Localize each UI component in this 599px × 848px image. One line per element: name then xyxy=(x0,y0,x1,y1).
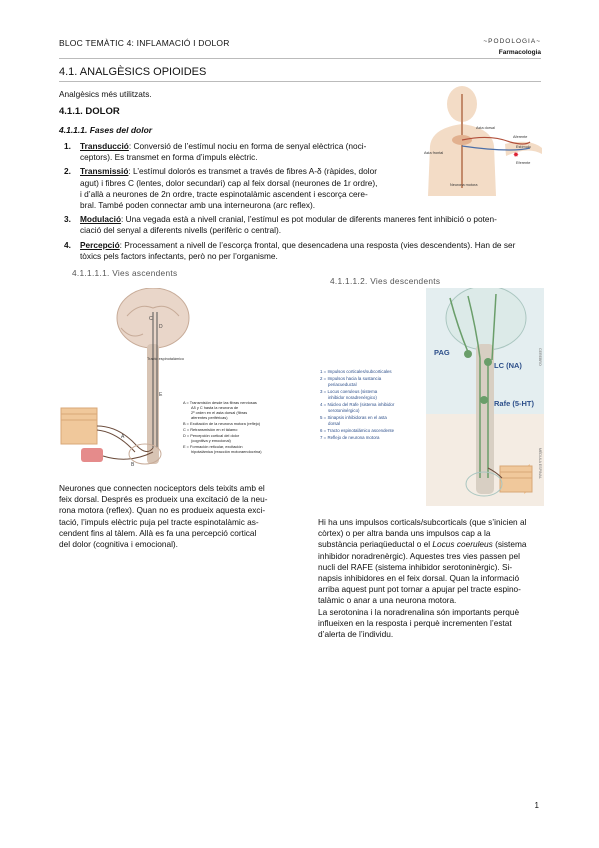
label-eferente: Eferente xyxy=(516,161,530,165)
step-number: 3. xyxy=(64,214,71,225)
label-cerebro: CEREBRO xyxy=(538,348,542,366)
svg-text:A: A xyxy=(121,434,125,440)
paragraph-line: napsis inhibidores en el feix dorsal. Qu… xyxy=(318,573,520,584)
list-item: 1. Transducció: Conversió de l’estímul n… xyxy=(59,141,543,163)
legend-line: periacueductal xyxy=(328,382,357,387)
header-subject: ~PODOLOGIA~ xyxy=(483,38,541,45)
svg-text:C: C xyxy=(149,316,153,322)
section-rule xyxy=(59,81,541,82)
step-text: : Una vegada està a nivell cranial, l’es… xyxy=(121,214,497,225)
paragraph-line: inhibidor noradrenèrgic). Aquestes tres … xyxy=(318,550,521,561)
list-item: 4. Percepció: Processament a nivell de l… xyxy=(59,240,543,262)
list-item: 3. Modulació: Una vegada està a nivell c… xyxy=(59,214,543,236)
legend-line: 5 = Sinapsis inhibidoras en el asta xyxy=(320,415,387,420)
legend-line: 2 = Impulsos hacia la sustancia xyxy=(320,376,382,381)
label-lc: LC (NA) xyxy=(494,361,522,370)
svg-text:B: B xyxy=(131,462,135,468)
step-number: 4. xyxy=(64,239,71,250)
text-run: substància periaqüeductal o el xyxy=(318,539,433,550)
header-topic: Farmacologia xyxy=(498,49,541,56)
step-term: Modulació xyxy=(80,214,122,225)
legend-line: C = Retransmisión en el tálamo xyxy=(183,427,237,432)
paragraph-line: Neurones que connecten nociceptors dels … xyxy=(59,483,265,493)
step-text: ciació del senyal a diferents nivells (p… xyxy=(80,225,282,236)
label-rafe: Rafe (5-HT) xyxy=(494,399,535,408)
paragraph-line: influeixen en la resposta i perquè incre… xyxy=(318,617,512,628)
step-number: 1. xyxy=(64,141,71,151)
body-pain-pathway-illustration: ✸ Asta dorsal Aferente Estímulo Eferente… xyxy=(424,86,542,196)
paragraph-line: nucli del RAFE (sistema inhibidor seroto… xyxy=(318,561,513,572)
legend-line: E = Formación reticular, excitación xyxy=(183,444,243,449)
step-text: tòxics pels factors infectants, però no … xyxy=(80,250,278,261)
svg-text:E: E xyxy=(159,392,163,398)
paragraph-line: rona motora (reflex). Quan no es produei… xyxy=(59,505,266,516)
label-neurona-motora: Neurona motora xyxy=(450,183,478,187)
step-term: Transducció xyxy=(80,141,129,151)
legend-line: 3 = Locus coeruleus (sistema xyxy=(320,389,378,394)
label-asta-frontal: Asta frontal xyxy=(424,151,443,155)
step-text: : Conversió de l’estímul nociu en forma … xyxy=(128,141,367,151)
label-estimulo: Estímulo xyxy=(516,145,531,149)
legend-line: aferentes periféricas) xyxy=(191,415,228,420)
legend-line: B = Excitación de la neurona motora (ref… xyxy=(183,421,261,426)
step-number: 2. xyxy=(64,166,71,177)
label-asta-dorsal: Asta dorsal xyxy=(476,126,495,130)
step-text: ceptors). Es transmet en forma d’impuls … xyxy=(80,152,258,163)
paragraph-line: d’alerta de l’individu. xyxy=(318,629,394,640)
text-run: (sistema xyxy=(492,539,527,550)
svg-text:D: D xyxy=(159,324,163,330)
legend-line: 7 = Reflejo de neurona motora xyxy=(320,435,380,440)
header-rule xyxy=(59,58,541,59)
ascending-pathways-diagram: C D E Tracto espinotalámico A B A = Tran… xyxy=(60,288,262,468)
paragraph-line: tació, l’impuls elèctric puja pel tracte… xyxy=(59,516,259,527)
legend-line: 6 = Tracto espinotalámico ascendente xyxy=(320,428,395,433)
legend-line: serotoninérgico) xyxy=(328,408,360,413)
legend-line: 4 = Núcleo del Rafe (sistema inhibidor xyxy=(320,402,395,407)
intro-text: Analgèsics més utilitzats. xyxy=(59,89,152,99)
legend-line: (cognitiva y emocional) xyxy=(191,438,231,443)
paragraph-line: cendent fins al tàlem. Allà es fa una pe… xyxy=(59,527,257,538)
legend-line: 1 = Impulsos corticales/subcorticales xyxy=(320,369,392,374)
svg-text:✸: ✸ xyxy=(513,151,519,159)
label-aferente: Aferente xyxy=(513,135,527,139)
document-header-title: BLOC TEMÀTIC 4: INFLAMACIÓ I DOLOR xyxy=(59,38,230,48)
legend-line: Aδ y C hasta la neurona de xyxy=(191,405,238,410)
paragraph-line: còrtex) o per altra banda uns impulsos c… xyxy=(318,528,491,539)
step-term: Transmissió xyxy=(80,166,129,177)
paragraph-line: arriba aquest punt pot tornar a apujar p… xyxy=(318,584,521,595)
list-item: 2. Transmissió: L’estímul dolorós es tra… xyxy=(59,166,543,211)
paragraph-line: La serotonina i la noradrenalina són imp… xyxy=(318,606,520,617)
step-text: i d’allà a neurones de 2n ordre, tracte … xyxy=(80,188,368,199)
step-text: agut) i fibres C (lentes, dolor secundar… xyxy=(80,177,378,188)
pain-phases-list: 1. Transducció: Conversió de l’estímul n… xyxy=(59,141,543,265)
ascending-description: Neurones que connecten nociceptors dels … xyxy=(59,483,287,550)
step-term: Percepció xyxy=(80,239,120,250)
paragraph-line: feix dorsal. Després es produeix una exc… xyxy=(59,494,268,505)
descending-description: Hi ha uns impulsos corticals/subcortical… xyxy=(318,517,544,640)
label-medula: MÉDULA ESPINAL xyxy=(538,448,543,479)
subsubsection-heading: 4.1.1.1. Fases del dolor xyxy=(59,125,153,135)
tract-label: Tracto espinotalámico xyxy=(147,357,184,361)
subsection-heading: 4.1.1. DOLOR xyxy=(59,106,120,117)
legend-line: 2º orden en el asta dorsal (fibras xyxy=(191,410,247,415)
legend-line: A = Transmisión desde las fibras nervios… xyxy=(183,400,257,405)
descending-pathways-diagram: PAG LC (NA) Rafe (5-HT) CEREBRO MÉDULA E… xyxy=(320,288,544,506)
step-text: : L’estímul dolorós es transmet a través… xyxy=(128,166,377,177)
page-number: 1 xyxy=(534,801,539,810)
legend-line: hipotalámica (reacción motoraendocrina) xyxy=(191,449,262,454)
legend-line: D = Percepción cortical del dolor xyxy=(183,433,240,438)
step-text: : Processament a nivell de l’escorça fro… xyxy=(119,239,516,250)
legend-line: dorsal xyxy=(328,421,340,426)
sub-heading-ascending: 4.1.1.1.1. Vies ascendents xyxy=(72,268,178,278)
legend-line: inhibidor noradrenérgico) xyxy=(328,395,377,400)
step-text: bral. També poden connectar amb una inte… xyxy=(80,200,316,211)
paragraph-line: talàmic o anar a una neurona motora. xyxy=(318,595,457,606)
paragraph-line: Hi ha uns impulsos corticals/subcortical… xyxy=(318,517,527,527)
italic-term: Locus coeruleus xyxy=(432,539,493,550)
section-title: 4.1. ANALGÈSICS OPIOIDES xyxy=(59,66,207,78)
label-pag: PAG xyxy=(434,348,450,357)
sub-heading-descending: 4.1.1.1.2. Vies descendents xyxy=(330,276,441,286)
paragraph-line: del dolor (cognitiva i emocional). xyxy=(59,539,178,550)
paragraph-line: substància periaqüeductal o el Locus coe… xyxy=(318,539,544,550)
